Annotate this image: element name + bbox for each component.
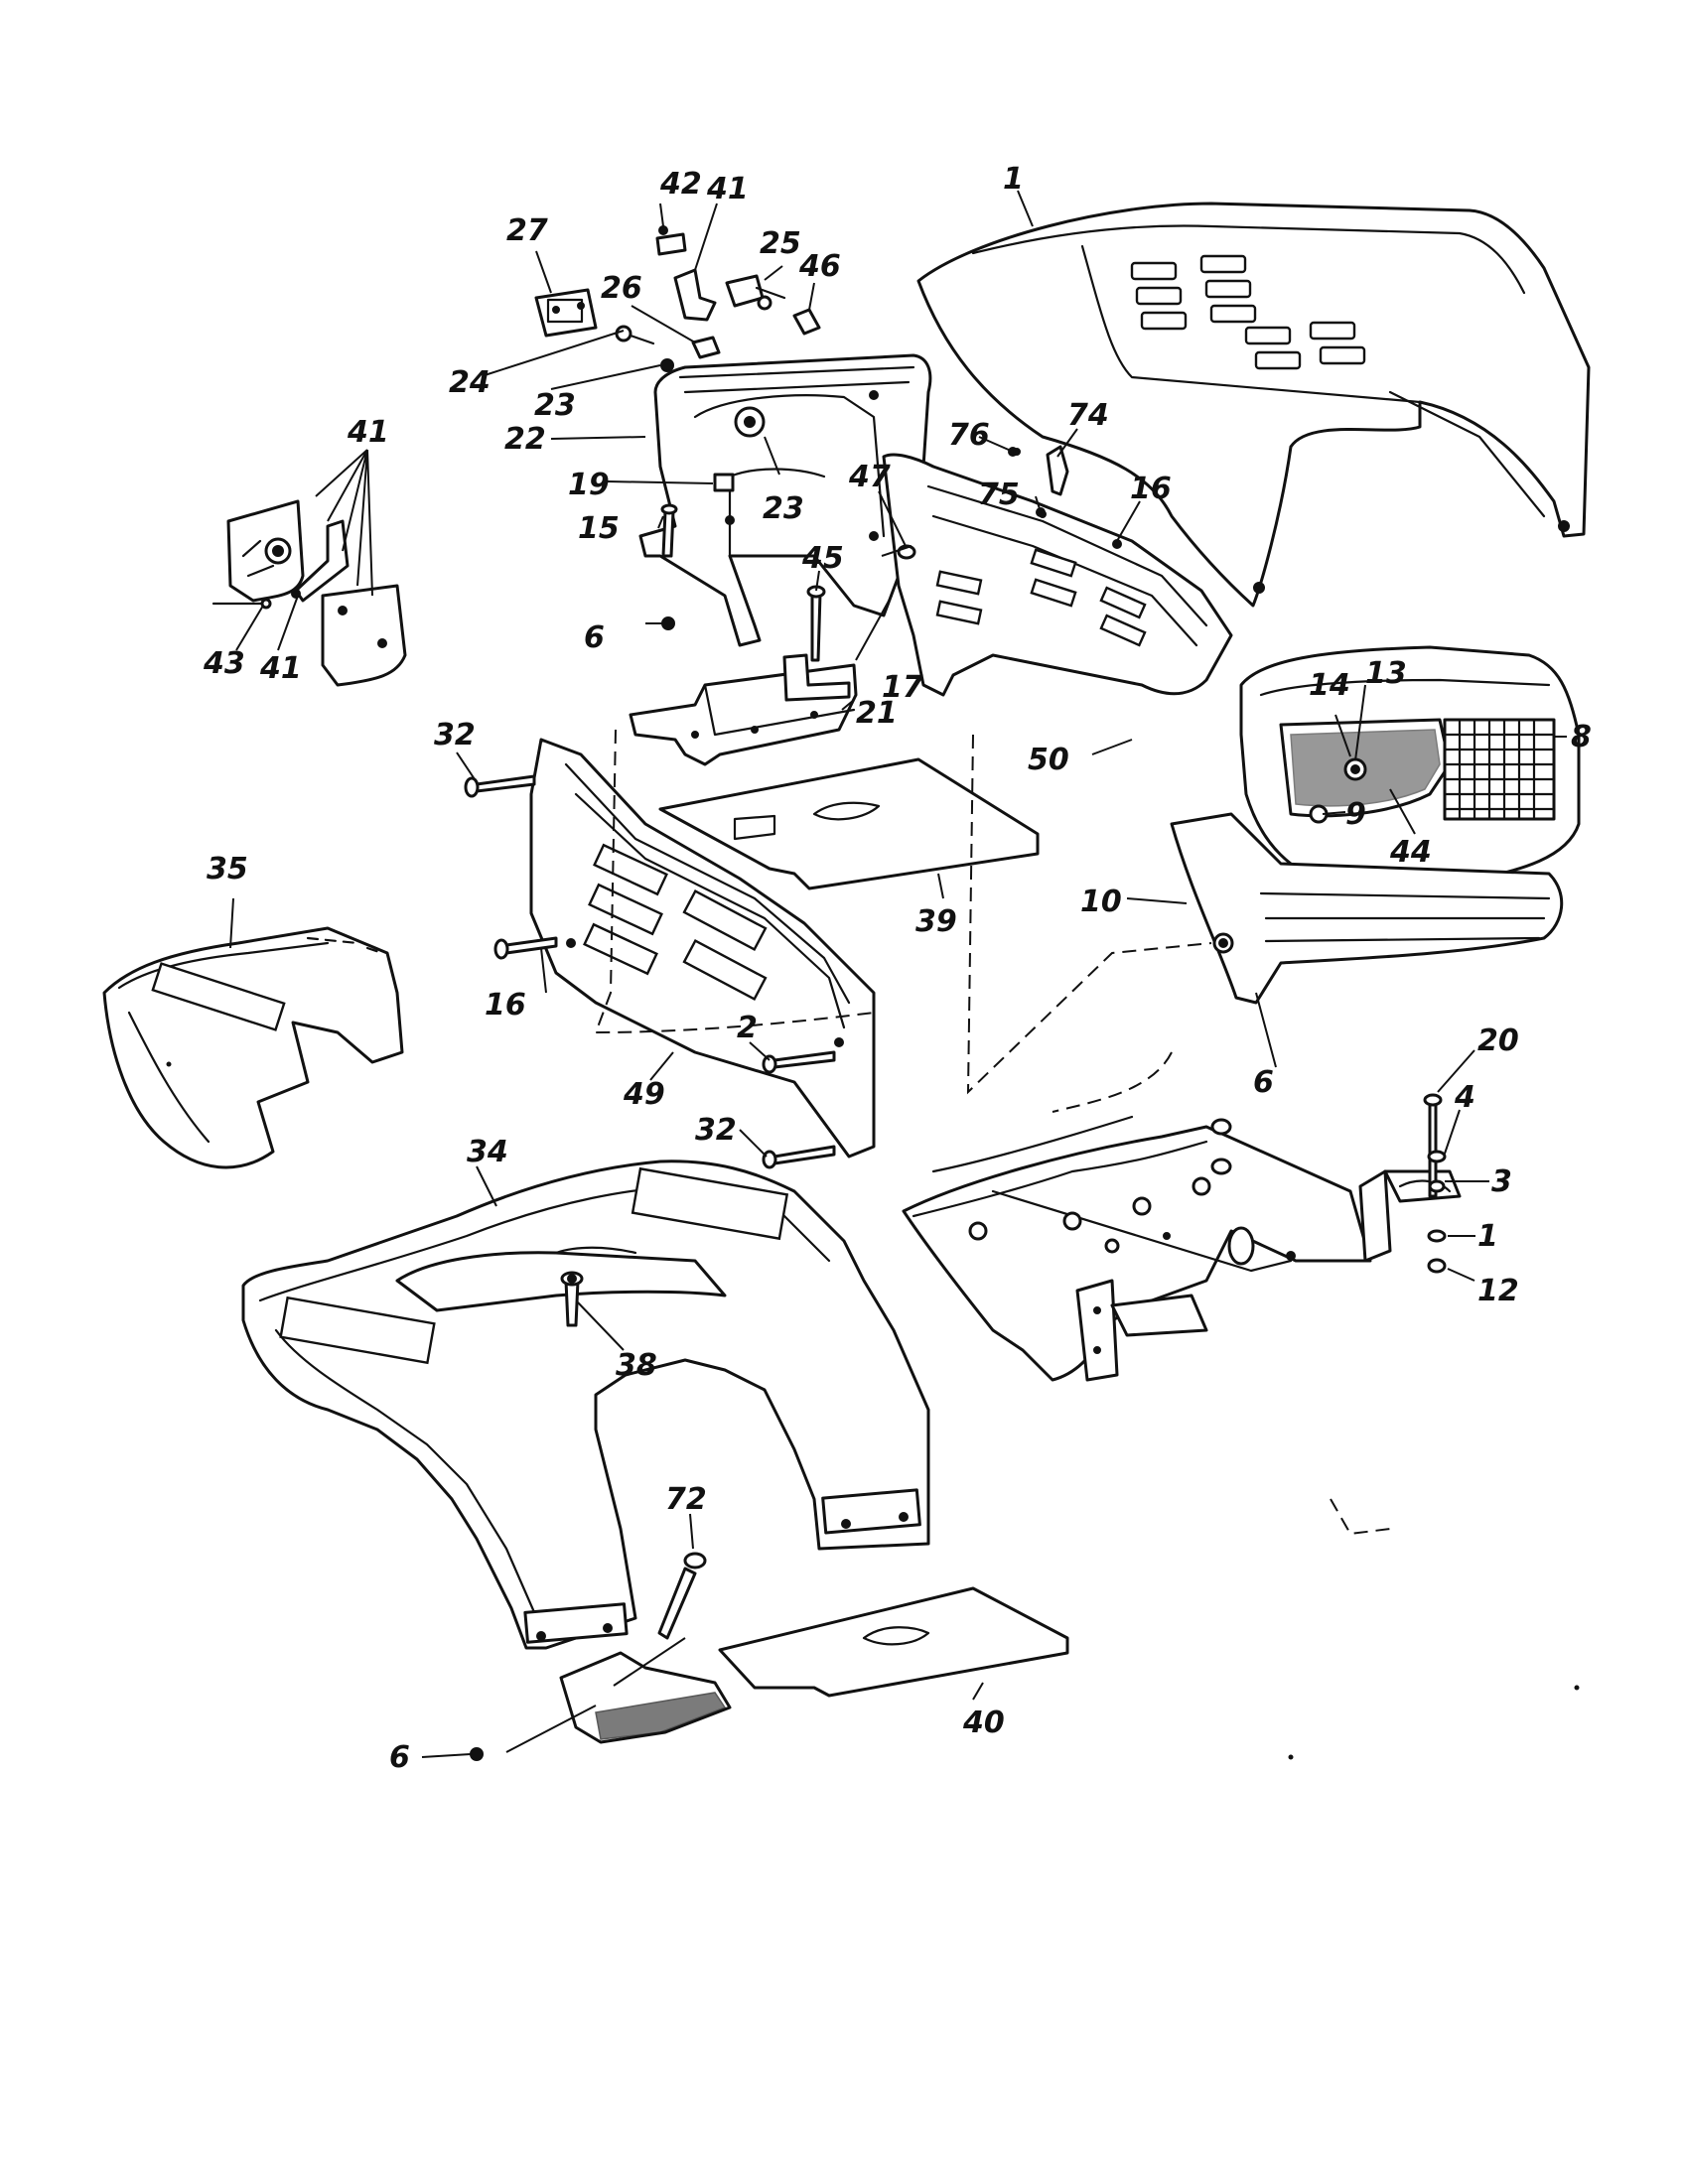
- ignition-switch-cover: [534, 288, 598, 338]
- shoulder-bolt-38: [560, 1271, 584, 1327]
- bolt-32-lower: [762, 1145, 836, 1169]
- spindle-bolt-stack: [1423, 1093, 1447, 1274]
- callout-1-hood: 1: [1003, 162, 1024, 197]
- callout-12: 12: [1477, 1274, 1519, 1308]
- lift-bracket-assembly: [211, 499, 407, 687]
- speck: [1574, 1685, 1580, 1691]
- callout-41-left: 41: [347, 415, 389, 450]
- callout-50: 50: [1028, 743, 1069, 777]
- callout-24: 24: [449, 365, 491, 400]
- callout-4: 4: [1454, 1080, 1475, 1115]
- front-bumper-10: [1170, 812, 1564, 1005]
- callout-23-upper: 23: [534, 388, 576, 423]
- screw-75: [1039, 510, 1047, 518]
- dash-panel: [638, 353, 932, 647]
- choke-knob: [792, 308, 821, 336]
- hidden-line-3: [1052, 1051, 1173, 1113]
- callout-38: 38: [616, 1348, 657, 1383]
- ignition-key: [615, 325, 655, 345]
- foot-step-plate: [559, 1651, 732, 1744]
- callout-46: 46: [798, 249, 841, 284]
- callout-44: 44: [1389, 835, 1432, 870]
- callout-34: 34: [467, 1135, 508, 1169]
- callout-43: 43: [203, 646, 245, 681]
- bolt-16-left: [493, 936, 558, 960]
- bolt-45: [806, 585, 826, 662]
- callout-16-left: 16: [485, 988, 526, 1023]
- bolt-32-upper: [464, 774, 536, 798]
- callout-42: 42: [659, 167, 702, 202]
- callout-75: 75: [978, 478, 1020, 512]
- callout-20: 20: [1477, 1024, 1519, 1058]
- callout-39: 39: [915, 904, 957, 939]
- floor-plate-40: [718, 1586, 1069, 1698]
- callout-17: 17: [882, 670, 923, 705]
- callout-13: 13: [1365, 656, 1407, 691]
- bracket-17: [782, 653, 851, 702]
- nut-6-bottom: [470, 1747, 484, 1761]
- callout-1-washer: 1: [1477, 1219, 1498, 1254]
- callout-74: 74: [1067, 398, 1109, 433]
- leader-lines: [229, 190, 1567, 1758]
- callout-6-upper: 6: [584, 620, 605, 655]
- rear-fender-34: [241, 1160, 930, 1650]
- light-switch: [691, 336, 721, 359]
- callout-6-bottom: 6: [389, 1740, 410, 1775]
- callout-72: 72: [665, 1482, 707, 1517]
- callout-21: 21: [856, 696, 898, 731]
- nut-23-upper: [660, 358, 674, 372]
- callout-26: 26: [601, 271, 642, 306]
- speck: [1288, 1754, 1294, 1760]
- bracket-41-top: [655, 225, 717, 322]
- callout-16-right: 16: [1130, 472, 1172, 506]
- front-grille-housing: [1239, 645, 1581, 890]
- hidden-line-1: [594, 729, 875, 1034]
- callout-2: 2: [737, 1011, 758, 1045]
- callout-32-lower: 32: [695, 1113, 737, 1148]
- callout-6-front: 6: [1253, 1065, 1274, 1100]
- front-panel-49: [529, 738, 876, 1159]
- callout-41-top: 41: [706, 172, 749, 206]
- rear-fender-35: [102, 926, 404, 1169]
- bolt-2: [762, 1050, 836, 1074]
- floor-plate-39: [658, 757, 1040, 890]
- callout-27: 27: [506, 213, 548, 248]
- callout-32-upper: 32: [434, 718, 476, 752]
- hood-vent-slots: [1130, 254, 1366, 370]
- bolt-15: [660, 503, 678, 558]
- callout-35: 35: [207, 852, 248, 887]
- callout-49: 49: [623, 1077, 665, 1112]
- grille-mesh-8: [1443, 718, 1556, 821]
- callout-14: 14: [1309, 668, 1350, 703]
- callout-19: 19: [568, 468, 610, 502]
- callout-41-bottom: 41: [259, 651, 302, 686]
- side-panel-50: [882, 453, 1233, 697]
- callout-23-lower: 23: [763, 491, 804, 526]
- callout-25: 25: [760, 226, 801, 261]
- callout-15: 15: [578, 511, 620, 546]
- callout-47: 47: [848, 460, 891, 494]
- carriage-bolt-72: [657, 1552, 707, 1640]
- hidden-line-2: [966, 734, 1212, 1095]
- callout-10: 10: [1080, 885, 1122, 919]
- callout-76: 76: [948, 418, 990, 453]
- speck: [166, 1061, 172, 1067]
- throttle-knob: [725, 274, 786, 311]
- hood: [916, 202, 1591, 608]
- bolt-16-right: [1112, 539, 1122, 549]
- callout-3: 3: [1491, 1164, 1512, 1199]
- callout-labels: 1 42 41 27 25 46 26 24 23 22 19 23 15 41…: [203, 162, 1592, 1775]
- callout-40: 40: [962, 1706, 1005, 1740]
- callout-9: 9: [1345, 797, 1366, 832]
- callout-22: 22: [504, 422, 546, 457]
- nut-76: [1013, 448, 1021, 456]
- chassis-frame: [902, 1115, 1462, 1382]
- callout-45: 45: [801, 541, 844, 576]
- battery-tray: [629, 663, 858, 766]
- callout-8: 8: [1571, 720, 1592, 754]
- hidden-line-4: [1330, 1498, 1391, 1536]
